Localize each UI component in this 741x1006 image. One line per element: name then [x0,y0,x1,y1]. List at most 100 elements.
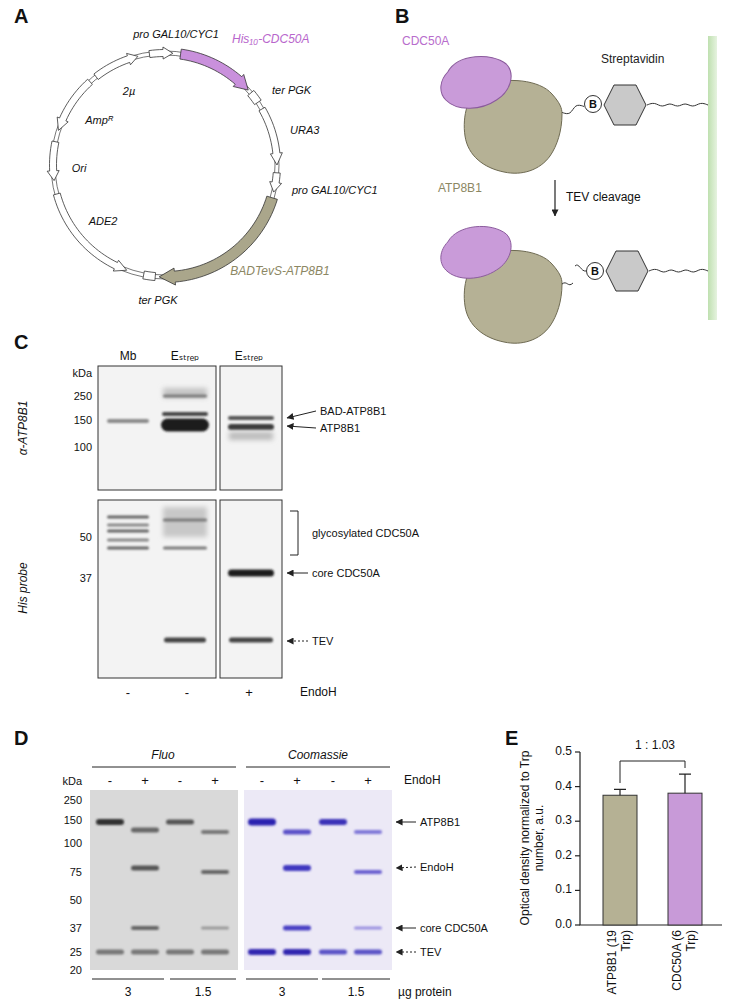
pointer-arrow [396,822,416,823]
gel-panel [90,790,238,970]
blot-panel [98,366,216,490]
lane-group-line [170,979,236,980]
band-label: TEV [420,946,441,959]
mw-marker: 150 [74,414,92,427]
cdc50a-protein: CDC50A [438,52,516,114]
mw-marker: 75 [70,866,82,879]
band-label: core CDC50A [420,922,488,935]
streptavidin-shape: Streptavidin [603,84,647,126]
band-label: TEV [312,635,333,648]
gel-band [107,419,149,423]
cdc50a-protein [441,226,511,278]
promoter-arrow [149,47,173,59]
biotin-circle: B [584,95,602,113]
linker-stub [575,265,586,271]
gel-band [161,419,209,432]
pointer-arrow [287,426,316,428]
terminator-box [248,90,261,104]
origin-label: Ori [72,162,87,175]
marker-label: URA3 [290,124,319,137]
probe-label: α-ATP8B1 [17,401,31,456]
gel-band [228,570,274,577]
gel-band [283,830,311,835]
tick-label: 0.0 [555,918,572,932]
axis-unit: kDa [72,367,92,380]
tether-line [649,269,708,272]
gel-band [354,927,382,930]
band-label: EndoH [420,861,454,874]
probe-label: His probe [17,562,31,613]
treatment-sign: + [141,774,149,789]
axis-tick [575,786,580,787]
axis-tick [575,751,580,752]
ratio-label: 1 : 1.03 [635,739,675,753]
chart-bar [603,795,637,925]
gel-smear [163,388,207,398]
origin-label: 2µ [123,85,135,98]
cleavage-arrow [554,180,555,216]
step-label: TEV cleavage [566,191,641,205]
streptavidin-bead-surface [708,36,717,320]
terminator-label: ter PGK [138,294,177,307]
promoter-label: pro GAL10/CYC1 [292,184,378,197]
gel-band [166,950,194,955]
mw-marker: 150 [64,814,82,827]
promoter-label: pro GAL10/CYC1 [133,28,219,41]
streptavidin-shape-outline [603,84,647,126]
blot-panel [220,500,282,678]
biotin-label: B [589,99,597,110]
gel-band [201,950,229,955]
panel-letter: D [14,727,28,750]
load-amount: 1.5 [195,986,212,1000]
pointer-arrow [396,867,416,868]
band-label: ATP8B1 [320,422,360,435]
pointer-arrow [396,928,416,929]
mw-marker: 250 [74,390,92,403]
gel-band [283,926,311,931]
marker-label: Ampᴿ [85,114,113,127]
treatment-sign: + [245,686,253,701]
streptavidin-shape-shape [604,85,646,125]
band-label: glycosylated CDC50A [312,527,419,540]
gel-band [107,530,149,533]
treatment-sign: - [126,686,130,701]
gel-band [354,950,382,955]
mw-marker: 20 [70,964,82,977]
category-label: ATP8B1 (19 Trp) [606,930,634,996]
linker-line [562,105,584,113]
gel-band [319,950,347,955]
panel-letter: A [14,5,28,28]
terminator-label: ter PGK [272,84,311,97]
panel-letter: C [14,331,28,354]
gel-band [131,926,159,930]
band-bracket [290,511,298,555]
biotin-label: B [591,266,599,277]
pointer-arrow [287,573,308,574]
gel-band [166,820,194,825]
gel-band [163,519,207,522]
mw-marker: 100 [74,441,92,454]
gel-band [248,949,276,955]
panel-letter: B [395,5,409,28]
linker-stub [562,283,573,285]
gel-smear [229,432,273,440]
error-bar [614,789,626,795]
gel-band [96,819,124,825]
chart-axis [580,752,722,925]
treatment-sign: - [178,774,182,789]
promoter-arrow [270,173,282,193]
gel-band [248,819,276,826]
gel-band [96,950,124,955]
protein-label: ATP8B1 [438,182,482,196]
terminator-box [143,271,156,281]
error-bar [679,774,691,793]
gel-smear [163,507,207,537]
gel-band [163,547,207,550]
load-amount: 3 [279,986,286,1000]
gel-band [319,819,347,825]
treatment-sign: - [260,774,264,789]
gel-band [107,516,149,519]
lane-group-line [322,979,390,980]
gel-band [131,950,159,955]
